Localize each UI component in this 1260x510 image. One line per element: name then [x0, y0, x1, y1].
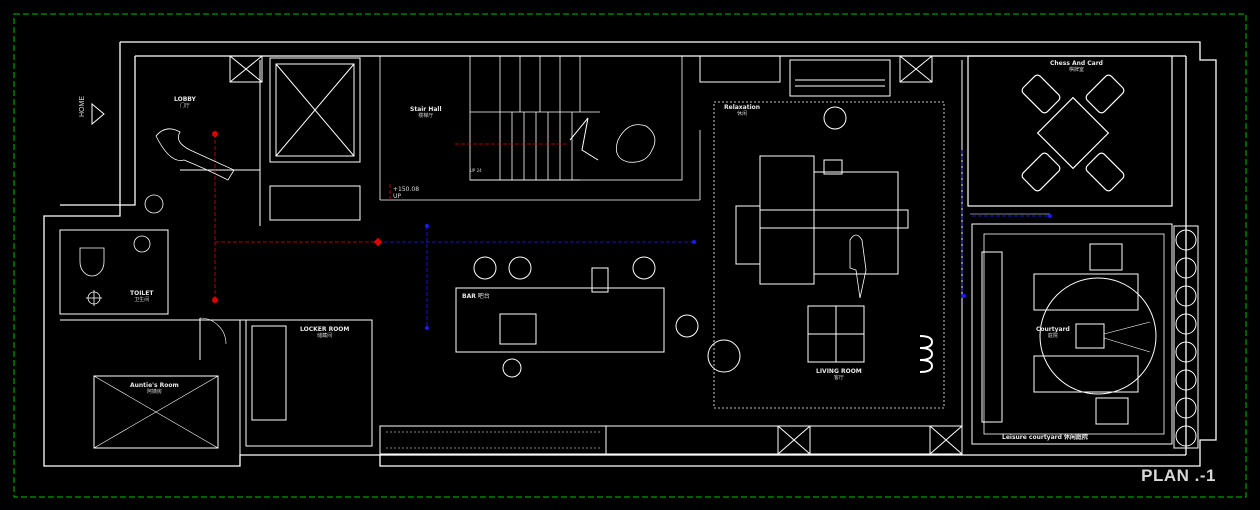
room-name-cn: 休闲: [737, 111, 748, 117]
room-name-cn: 庭院: [1047, 333, 1058, 339]
room-name-cn: 棋牌室: [1068, 67, 1084, 73]
room-name: BAR: [462, 293, 476, 300]
room-label-bar: BAR 吧台: [462, 293, 490, 300]
elevation-marker: +150.08 UP: [393, 186, 419, 200]
room-label-toilet: TOILET 卫生间: [130, 290, 153, 304]
room-name: Relaxation: [724, 104, 761, 111]
red-lines: [214, 134, 568, 300]
stair: [379, 55, 701, 201]
room-name-cn: 储藏间: [317, 333, 333, 339]
room-label-locker-room: LOCKER ROOM 储藏间: [300, 326, 349, 340]
room-name-cn: 卫生间: [134, 297, 150, 303]
room-name: Stair Hall: [410, 106, 442, 113]
stair-tag: UP 24: [470, 168, 482, 173]
elevation-value: +150.08: [393, 186, 420, 193]
room-label-aunties-room: Auntie's Room 阿姨房: [130, 382, 179, 396]
bottom-wall-blocks: [379, 60, 1050, 455]
elevation-direction: UP: [393, 193, 402, 200]
right-planters: [1173, 225, 1199, 449]
room-name-cn: 阿姨房: [146, 389, 162, 395]
drawing-frame: [13, 13, 1247, 498]
chess-card-furniture: [967, 55, 1173, 207]
room-name: TOILET: [130, 290, 154, 297]
top-wall-blocks: [229, 55, 933, 97]
room-name: LOCKER ROOM: [300, 326, 350, 333]
room-label-relaxation: Relaxation 休闲: [724, 104, 760, 118]
toilet-fixtures: [79, 235, 151, 306]
room-label-courtyard: Courtyard 庭院: [1036, 326, 1070, 340]
bar-area: [455, 256, 699, 378]
room-name: Leisure courtyard: [1002, 434, 1062, 441]
room-name-cn: 吧台: [477, 293, 490, 300]
room-label-stair-hall: Stair Hall 楼梯厅: [410, 106, 442, 120]
blue-nodes: [425, 214, 1052, 330]
red-nodes: [212, 131, 383, 303]
decor-figures: [144, 124, 867, 299]
blue-lines: [384, 150, 1050, 328]
home-label: HOME: [79, 96, 86, 117]
room-name: Courtyard: [1036, 326, 1070, 333]
outer-walls: [43, 41, 1217, 467]
room-label-chess-card: Chess And Card 棋牌室: [1050, 60, 1103, 74]
room-name: LOBBY: [174, 96, 196, 103]
shaft-boxes: [269, 57, 361, 221]
room-label-leisure-courtyard: Leisure courtyard 休闲庭院: [1002, 434, 1088, 441]
room-name-cn: 楼梯厅: [418, 113, 434, 119]
room-name-cn: 门厅: [179, 103, 190, 109]
living-room-furniture: [707, 101, 945, 409]
courtyard-furniture: [971, 223, 1173, 445]
room-name: Chess And Card: [1050, 60, 1103, 67]
room-name: Auntie's Room: [130, 382, 179, 389]
room-name: LIVING ROOM: [816, 368, 862, 375]
room-label-lobby: LOBBY 门厅: [174, 96, 196, 110]
left-rooms: [59, 60, 373, 455]
room-label-living-room: LIVING ROOM 客厅: [816, 368, 862, 382]
room-name-cn: 休闲庭院: [1063, 434, 1088, 441]
drawing-title: PLAN .-1: [1141, 466, 1216, 485]
home-arrow-icon: [91, 102, 105, 126]
room-name-cn: 客厅: [833, 375, 844, 381]
